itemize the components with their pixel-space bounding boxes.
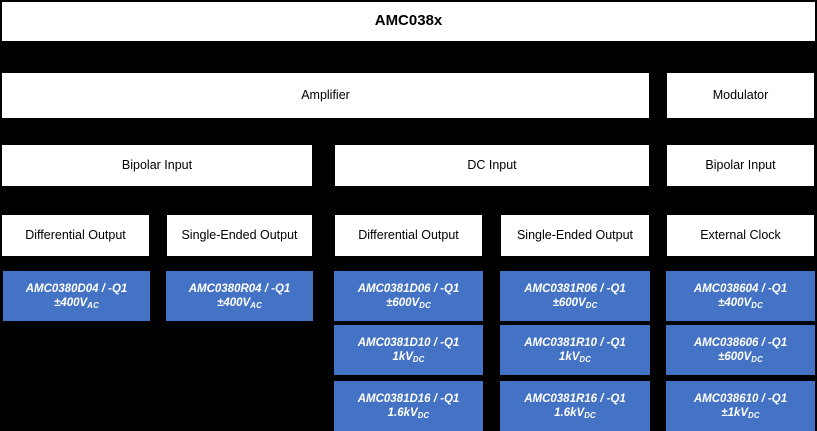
part-card[interactable]: AMC038610 / -Q1 ±1kVDC [666, 381, 815, 431]
part-rating-value: ±400V [718, 297, 752, 309]
block-output-differential-2-label: Differential Output [358, 227, 459, 242]
part-rating-value: ±400V [217, 297, 251, 309]
page-title: AMC038x [1, 1, 816, 42]
part-rating-value: ±600V [386, 297, 420, 309]
part-card[interactable]: AMC0380R04 / -Q1 ±400VAC [166, 271, 313, 321]
block-modulator-label: Modulator [712, 87, 769, 102]
part-number: AMC038604 / -Q1 [693, 282, 788, 295]
part-rating-subscript: DC [585, 301, 598, 311]
block-output-single-ended-1-label: Single-Ended Output [181, 227, 298, 242]
part-card[interactable]: AMC0380D04 / -Q1 ±400VAC [3, 271, 150, 321]
part-number: AMC0380R04 / -Q1 [188, 282, 291, 295]
part-card[interactable]: AMC0381D16 / -Q1 1.6kVDC [334, 381, 483, 431]
part-rating: 1kVDC [392, 350, 424, 364]
part-rating-subscript: DC [584, 411, 596, 421]
part-rating: 1.6kVDC [554, 406, 596, 420]
block-input-dc-label: DC Input [467, 157, 517, 172]
part-number: AMC0381R10 / -Q1 [524, 336, 626, 349]
part-number: AMC0381D10 / -Q1 [357, 336, 460, 349]
block-output-single-ended-1[interactable]: Single-Ended Output [166, 214, 313, 257]
part-number: AMC0381R16 / -Q1 [524, 392, 626, 405]
part-rating-value: 1kV [558, 351, 580, 363]
part-card[interactable]: AMC0381R06 / -Q1 ±600VDC [500, 271, 650, 321]
part-rating: ±600VDC [386, 296, 431, 310]
part-card[interactable]: AMC0381R16 / -Q1 1.6kVDC [500, 381, 650, 431]
part-rating: 1.6kVDC [388, 406, 430, 420]
part-number: AMC038610 / -Q1 [693, 392, 788, 405]
block-output-single-ended-2-label: Single-Ended Output [516, 227, 634, 242]
part-rating-subscript: DC [419, 301, 431, 311]
block-amplifier[interactable]: Amplifier [1, 72, 650, 119]
part-rating: ±600VDC [553, 296, 598, 310]
block-input-bipolar-right[interactable]: Bipolar Input [666, 144, 815, 187]
block-output-external-clock[interactable]: External Clock [666, 214, 815, 257]
block-input-bipolar-left[interactable]: Bipolar Input [1, 144, 313, 187]
part-rating-value: ±600V [718, 351, 752, 363]
part-card[interactable]: AMC038606 / -Q1 ±600VDC [666, 325, 815, 375]
part-rating: ±400VDC [718, 296, 763, 310]
part-rating-subscript: AC [87, 301, 99, 311]
block-input-bipolar-right-label: Bipolar Input [705, 157, 776, 172]
block-output-differential-1[interactable]: Differential Output [1, 214, 150, 257]
page-title-label: AMC038x [374, 12, 443, 30]
block-output-single-ended-2[interactable]: Single-Ended Output [500, 214, 650, 257]
part-rating-subscript: DC [412, 355, 425, 365]
part-card[interactable]: AMC0381R10 / -Q1 1kVDC [500, 325, 650, 375]
part-rating-subscript: DC [417, 411, 430, 421]
part-rating-subscript: DC [751, 355, 763, 365]
part-rating-subscript: DC [579, 355, 592, 365]
part-rating-value: 1.6kV [554, 407, 585, 419]
part-number: AMC0381R06 / -Q1 [524, 282, 626, 295]
part-rating-value: ±600V [552, 297, 586, 309]
part-rating-value: ±400V [54, 297, 88, 309]
block-output-differential-2[interactable]: Differential Output [334, 214, 483, 257]
part-number: AMC0381D06 / -Q1 [357, 282, 460, 295]
part-rating-value: 1kV [392, 351, 413, 363]
part-number: AMC0381D16 / -Q1 [357, 392, 460, 405]
part-card[interactable]: AMC038604 / -Q1 ±400VDC [666, 271, 815, 321]
part-rating-value: ±1kV [721, 407, 749, 419]
part-rating: ±400VAC [54, 296, 99, 310]
part-rating-subscript: AC [250, 301, 262, 311]
block-modulator[interactable]: Modulator [666, 72, 815, 119]
part-rating-value: 1.6kV [387, 407, 418, 419]
block-input-dc[interactable]: DC Input [334, 144, 650, 187]
part-card[interactable]: AMC0381D06 / -Q1 ±600VDC [334, 271, 483, 321]
part-number: AMC0380D04 / -Q1 [25, 282, 128, 295]
block-amplifier-label: Amplifier [301, 87, 350, 102]
part-number: AMC038606 / -Q1 [693, 336, 788, 349]
block-output-external-clock-label: External Clock [700, 227, 781, 242]
part-rating: ±1kVDC [721, 406, 759, 420]
part-card[interactable]: AMC0381D10 / -Q1 1kVDC [334, 325, 483, 375]
part-rating: ±600VDC [718, 350, 763, 364]
part-rating-subscript: DC [748, 411, 760, 421]
part-rating-subscript: DC [751, 301, 763, 311]
part-rating: 1kVDC [559, 350, 591, 364]
part-rating: ±400VAC [217, 296, 262, 310]
block-output-differential-1-label: Differential Output [25, 227, 126, 242]
block-input-bipolar-left-label: Bipolar Input [121, 157, 193, 172]
